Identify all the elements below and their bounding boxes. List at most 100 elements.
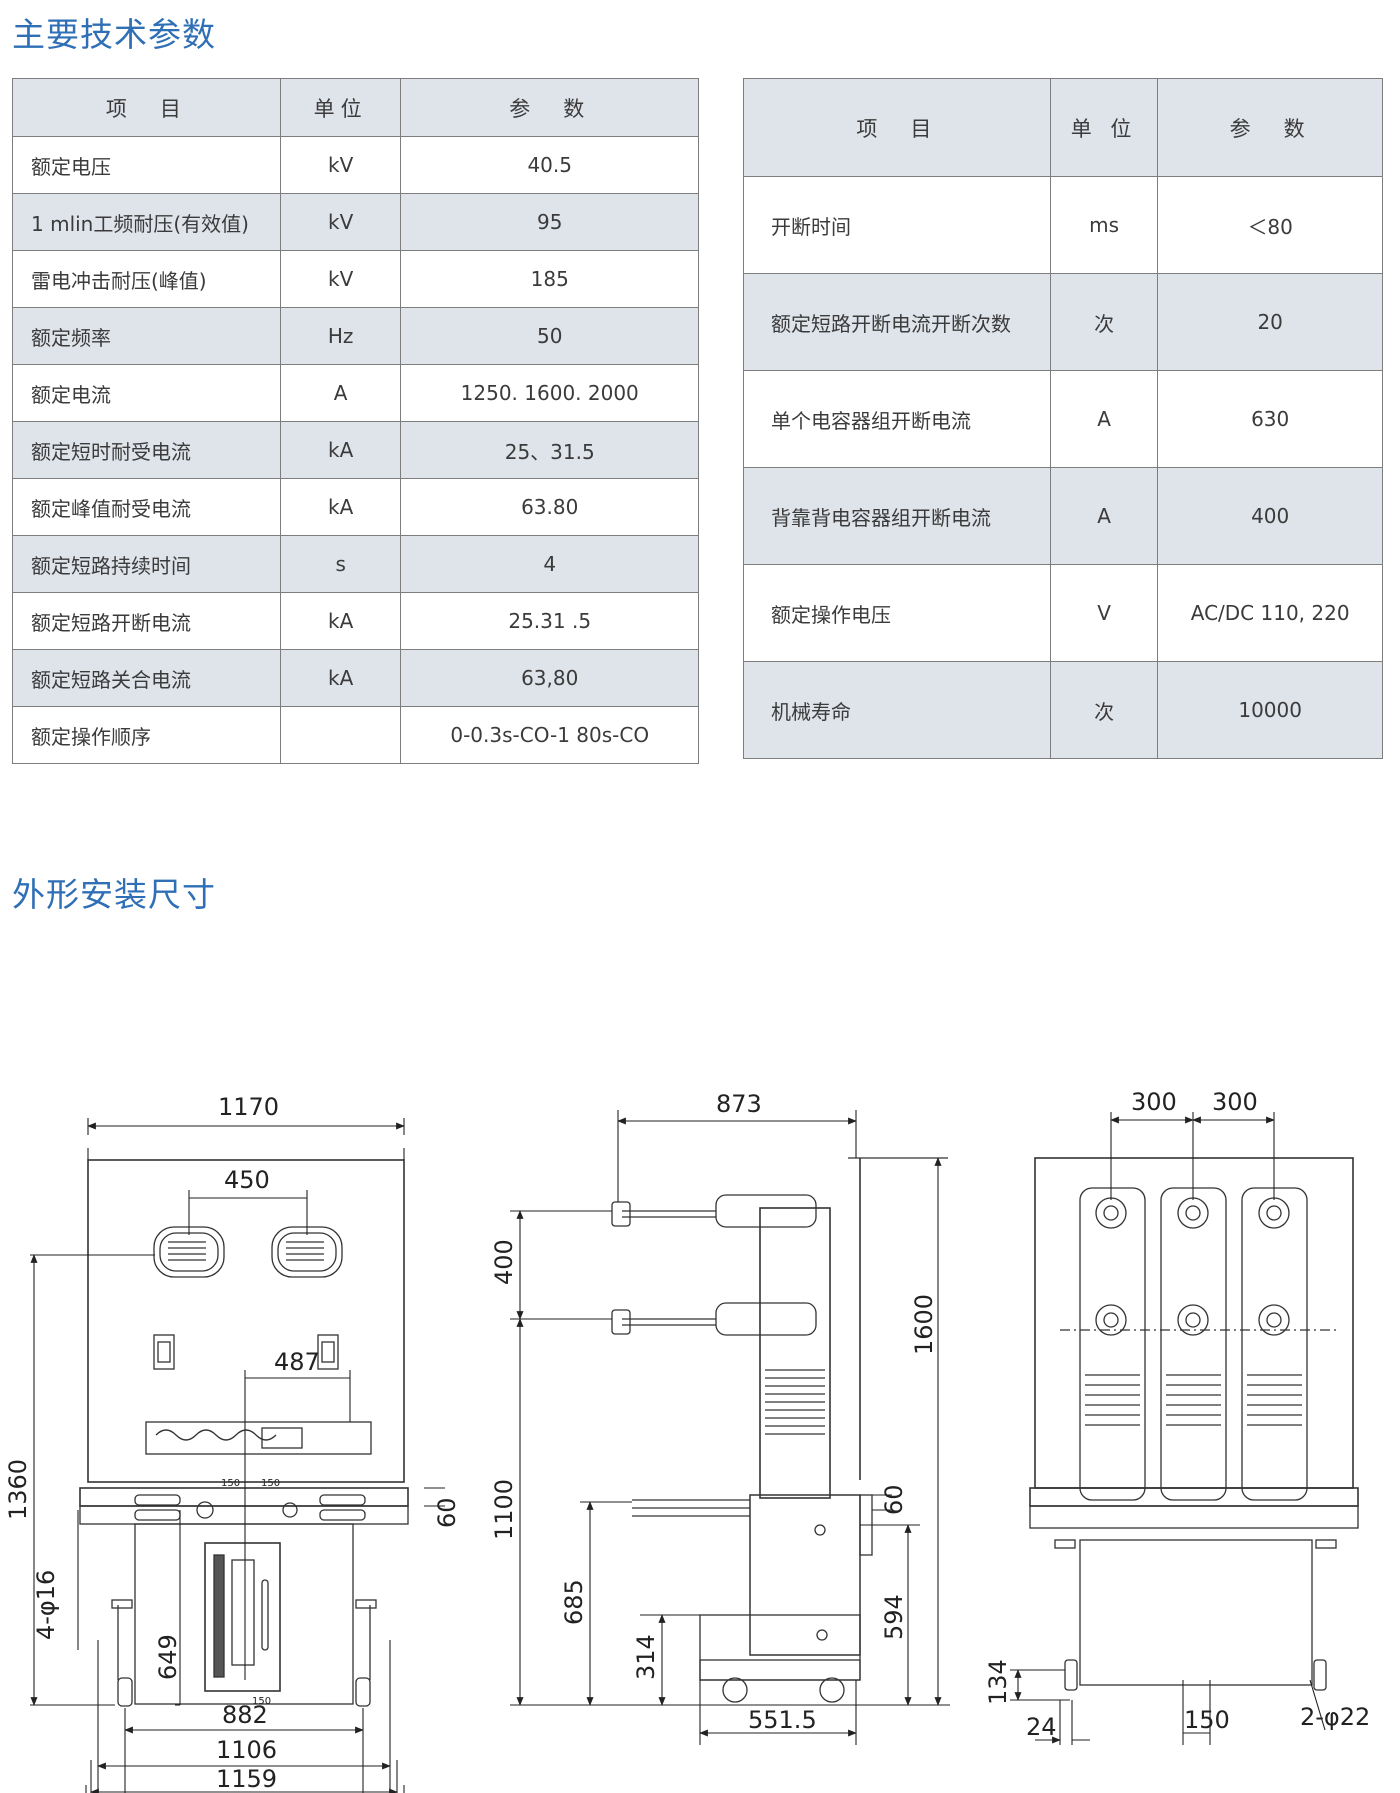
rear-view-labels: 300 300 134 24 150 2-φ22 [984, 1088, 1370, 1741]
param-value: 185 [400, 250, 699, 308]
param-value: 25.31 .5 [400, 592, 699, 650]
param-name: 背靠背电容器组开断电流 [743, 467, 1051, 565]
param-value: 25、31.5 [400, 421, 699, 479]
param-unit: 次 [1049, 661, 1159, 759]
header-unit: 单 位 [1049, 78, 1159, 177]
param-unit: kV [279, 193, 402, 251]
dim-label: 594 [880, 1594, 908, 1640]
param-name: 额定电压 [12, 136, 281, 194]
section-title-tech-params: 主要技术参数 [12, 15, 216, 54]
dim-label: 134 [984, 1659, 1012, 1705]
param-unit: kV [279, 250, 402, 308]
param-value: 400 [1157, 467, 1383, 565]
param-unit: kA [279, 421, 402, 479]
dim-label: 1170 [218, 1093, 279, 1121]
param-unit: s [279, 535, 402, 593]
param-unit [279, 706, 402, 764]
param-unit: kV [279, 136, 402, 194]
rear-view-dimensions [1010, 1112, 1326, 1745]
param-name: 额定操作电压 [743, 564, 1051, 662]
param-value: 63.80 [400, 478, 699, 536]
param-name: 额定电流 [12, 364, 281, 422]
param-unit: A [279, 364, 402, 422]
param-value: 4 [400, 535, 699, 593]
param-unit: A [1049, 467, 1159, 565]
front-view-dimensions [30, 1118, 445, 1793]
dim-label: 487 [274, 1348, 320, 1376]
param-unit: Hz [279, 307, 402, 365]
dim-label: 882 [222, 1701, 268, 1729]
param-name: 机械寿命 [743, 661, 1051, 759]
param-value: AC/DC 110, 220 [1157, 564, 1383, 662]
param-name: 额定短路关合电流 [12, 649, 281, 707]
dimension-drawings: 1170 450 487 1360 4-φ16 649 60 882 1106 … [4, 1088, 1370, 1793]
dim-label: 400 [490, 1239, 518, 1285]
dim-label: 1106 [216, 1736, 277, 1764]
param-name: 雷电冲击耐压(峰值) [12, 250, 281, 308]
dim-label: 24 [1026, 1713, 1057, 1741]
param-name: 额定频率 [12, 307, 281, 365]
param-unit: V [1049, 564, 1159, 662]
header-item: 项 目 [12, 78, 281, 137]
param-value: 20 [1157, 273, 1383, 371]
param-name: 额定短路持续时间 [12, 535, 281, 593]
param-unit: A [1049, 370, 1159, 468]
side-view-drawing [611, 1157, 948, 1703]
param-unit: kA [279, 592, 402, 650]
param-name: 1 mlin工频耐压(有效值) [12, 193, 281, 251]
param-value: 40.5 [400, 136, 699, 194]
side-view-labels: 873 400 1100 1600 685 314 594 60 551.5 [490, 1090, 938, 1734]
dim-label: 300 [1212, 1088, 1258, 1116]
dim-label: 450 [224, 1166, 270, 1194]
dim-label: 60 [433, 1497, 461, 1528]
header-item: 项 目 [743, 78, 1051, 177]
header-unit: 单位 [279, 78, 402, 137]
dim-label: 314 [632, 1634, 660, 1680]
param-name: 额定短路开断电流开断次数 [743, 273, 1051, 371]
front-view-labels: 1170 450 487 1360 4-φ16 649 60 882 1106 … [4, 1093, 461, 1793]
dim-label: 649 [154, 1634, 182, 1680]
dim-label-small: 150 [261, 1478, 280, 1489]
dim-label: 685 [560, 1579, 588, 1625]
param-value: 630 [1157, 370, 1383, 468]
param-value: ＜80 [1157, 176, 1383, 274]
front-view-drawing [79, 1159, 409, 1707]
dim-label: 1360 [4, 1459, 32, 1520]
param-name: 单个电容器组开断电流 [743, 370, 1051, 468]
dim-label: 300 [1131, 1088, 1177, 1116]
param-unit: kA [279, 478, 402, 536]
table-header-row: 项 目 单 位 参 数 [743, 78, 1383, 177]
header-value: 参 数 [1157, 78, 1383, 177]
dim-label: 1600 [910, 1294, 938, 1355]
table-header-row: 项 目 单位 参 数 [12, 78, 699, 137]
dim-label: 150 [1184, 1706, 1230, 1734]
dim-label: 60 [880, 1484, 908, 1515]
dim-label-small: 150 [221, 1478, 240, 1489]
param-unit: kA [279, 649, 402, 707]
param-value: 63,80 [400, 649, 699, 707]
side-view-dimensions [510, 1110, 950, 1745]
dim-label: 4-φ16 [32, 1570, 60, 1640]
dim-label: 1100 [490, 1479, 518, 1540]
header-value: 参 数 [400, 78, 699, 137]
section-title-dimensions: 外形安装尺寸 [12, 875, 216, 914]
rear-view-drawing [1029, 1157, 1359, 1691]
dim-label: 1159 [216, 1765, 277, 1793]
param-value: 95 [400, 193, 699, 251]
param-value: 1250. 1600. 2000 [400, 364, 699, 422]
